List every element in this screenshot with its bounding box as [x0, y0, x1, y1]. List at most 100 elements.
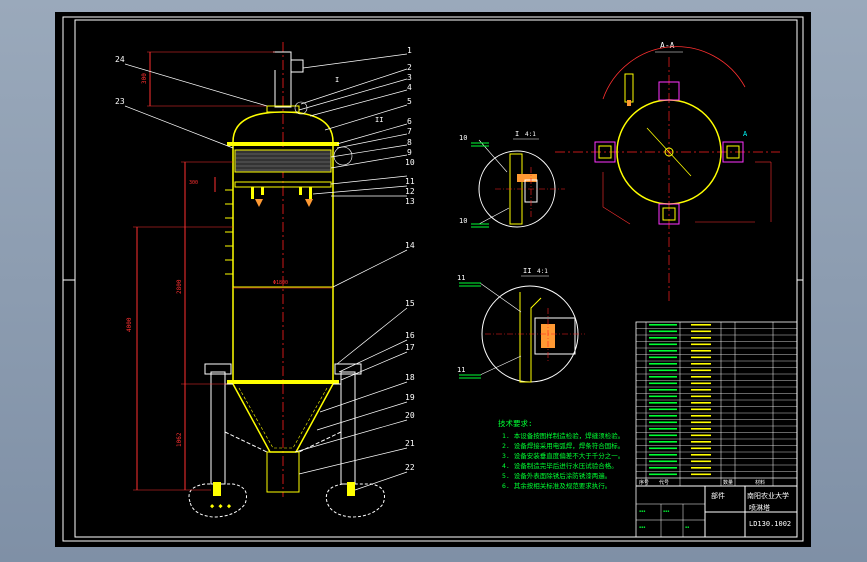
parts-list-code-mark: [649, 343, 677, 346]
tech-req-line: 6. 其余按相关标准及规范要求执行。: [502, 481, 611, 490]
part-label-3: 3: [407, 73, 412, 82]
title-col-mat: 材料: [755, 479, 765, 486]
part-label-8: 8: [407, 138, 412, 147]
parts-list-code-mark: [649, 330, 677, 333]
part-label-16: 16: [405, 331, 415, 340]
parts-list-table: [635, 321, 798, 538]
parts-list-name-mark: [691, 447, 711, 450]
detail-2-callout: II: [375, 116, 383, 124]
parts-list-name-mark: [691, 415, 711, 417]
detail-I-view: I 4:1 10 10: [459, 130, 565, 228]
parts-list-name-mark: [691, 473, 711, 476]
parts-list-name-mark: [691, 356, 711, 359]
overall-height-dim: 4000: [126, 317, 133, 332]
title-col-qty: 数量: [723, 479, 733, 486]
tech-req-line: 1. 本设备按图样制造检验，焊缝须检验。: [502, 431, 624, 440]
detail-2-title: II: [523, 267, 531, 275]
parts-list-code-mark: [649, 408, 677, 411]
parts-list-code-mark: [649, 337, 677, 339]
part-label-14: 14: [405, 241, 415, 250]
parts-list-name-mark: [691, 454, 711, 456]
part-label-9: 9: [407, 148, 412, 157]
part-label-10: 10: [405, 158, 415, 167]
title-drawing-no: LD130.1002: [749, 520, 791, 528]
parts-list-code-mark: [649, 467, 677, 469]
parts-list-code-mark: [649, 415, 677, 417]
technical-requirements: 技术要求: 1. 本设备按图样制造检验，焊缝须检验。 2. 设备焊接采用电弧焊，…: [498, 418, 624, 490]
parts-list-code-mark: [649, 460, 677, 463]
parts-list-code-mark: [649, 441, 677, 443]
part-label-20: 20: [405, 411, 415, 420]
part-label-4: 4: [407, 83, 412, 92]
drawing-sheet[interactable]: ◆ ◆ ◆ 4000 2800 1062 300 300 Φ1800: [55, 12, 811, 547]
parts-list-code-mark: [649, 454, 677, 456]
part-leaders: [124, 53, 408, 491]
parts-list-code-mark: [649, 356, 677, 359]
parts-list-name-mark: [691, 369, 711, 372]
detail-1-callout: I: [335, 76, 339, 84]
part-label-7: 7: [407, 127, 412, 136]
lower-height-dim: 1062: [176, 432, 183, 447]
section-AA-plan-view: A-A: [555, 41, 780, 302]
svg-text:▪▪▪: ▪▪▪: [639, 525, 645, 529]
parts-list-code-mark: [649, 421, 677, 424]
part-label-23: 23: [115, 97, 125, 106]
parts-list-name-mark: [691, 343, 711, 346]
tech-req-line: 5. 设备外表面除锈后涂防锈漆两遍。: [502, 471, 611, 480]
svg-text:▪▪▪: ▪▪▪: [663, 509, 669, 513]
shell-length-dim: 2800: [176, 279, 183, 294]
detail-2-ref-11b: 11: [457, 366, 465, 374]
title-school: 南阳农业大学: [747, 491, 789, 500]
parts-list-code-mark: [649, 363, 677, 365]
detail-1-ref-10b: 10: [459, 217, 467, 225]
parts-list-code-mark: [649, 428, 677, 430]
part-number-labels: 1 2 3 4 5 6 7 8 9 10 11 12 13 14 15 16 1…: [115, 46, 415, 472]
part-label-19: 19: [405, 393, 415, 402]
parts-list-name-mark: [691, 382, 711, 385]
parts-list-code-mark: [649, 324, 677, 326]
parts-list-code-mark: [649, 395, 677, 398]
part-label-13: 13: [405, 197, 415, 206]
section-arrow-A: A: [743, 130, 748, 138]
inner-frame: [74, 19, 798, 538]
outer-frame: [62, 16, 804, 542]
title-block: 序号 代号 数量 材料 部件 南阳农业大学 喷淋塔 LD130.1002 ▪▪▪…: [636, 477, 797, 537]
title-col-seq: 序号: [639, 479, 649, 486]
top-dim: 300: [141, 73, 148, 84]
tech-req-title: 技术要求:: [498, 418, 533, 428]
parts-list-name-mark: [691, 467, 711, 469]
part-label-17: 17: [405, 343, 415, 352]
parts-list-code-mark: [649, 473, 677, 476]
section-aa-title: A-A: [660, 41, 675, 50]
parts-list-name-mark: [691, 395, 711, 398]
parts-list-name-mark: [691, 350, 711, 352]
tech-req-line: 2. 设备焊接采用电弧焊，焊条符合国标。: [502, 441, 624, 450]
part-label-6: 6: [407, 117, 412, 126]
detail-2-scale: 4:1: [537, 268, 548, 275]
part-label-21: 21: [405, 439, 415, 448]
parts-list-code-mark: [649, 402, 677, 404]
parts-list-name-mark: [691, 434, 711, 437]
detail-1-title: I: [515, 130, 519, 138]
parts-list-name-mark: [691, 337, 711, 339]
svg-text:▪▪: ▪▪: [685, 525, 689, 529]
detail-II-view: II 4:1 11 11: [457, 267, 585, 383]
part-label-1: 1: [407, 46, 412, 55]
title-col-code: 代号: [659, 479, 669, 486]
part-label-24: 24: [115, 55, 125, 64]
parts-list-code-mark: [649, 376, 677, 378]
parts-list-name-mark: [691, 441, 711, 443]
small-dim: 300: [189, 180, 198, 186]
part-label-11: 11: [405, 177, 415, 186]
title-part-label: 部件: [711, 491, 725, 500]
parts-list-name-mark: [691, 408, 711, 411]
parts-list-name-mark: [691, 389, 711, 391]
parts-list-name-mark: [691, 376, 711, 378]
detail-1-ref-10a: 10: [459, 134, 467, 142]
parts-list-name-mark: [691, 363, 711, 365]
parts-list-name-mark: [691, 421, 711, 424]
vessel-elevation-view: ◆ ◆ ◆: [188, 42, 385, 518]
parts-list-code-mark: [649, 369, 677, 372]
diameter-dim: Φ1800: [273, 280, 288, 286]
